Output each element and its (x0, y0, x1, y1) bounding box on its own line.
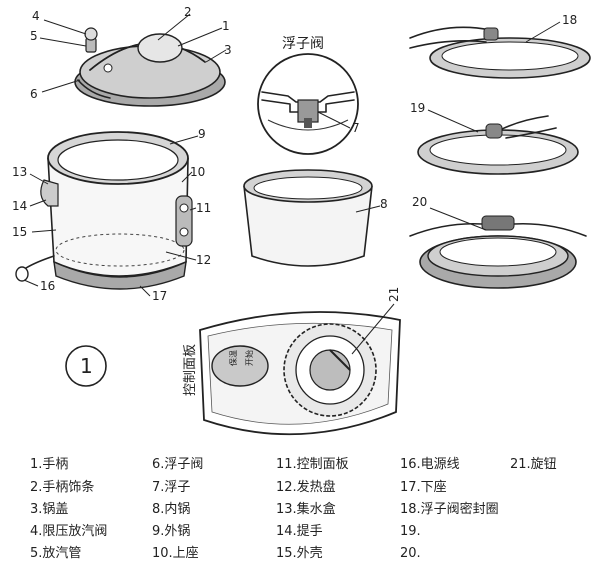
legend-item-3: 3.锅盖 (30, 502, 69, 517)
legend-item-21: 21.旋钮 (510, 457, 557, 472)
callout-7: 7 (352, 121, 360, 135)
legend-item-10: 10.上座 (152, 546, 199, 561)
control-panel-drawing (199, 311, 401, 436)
legend-item-17: 17.下座 (400, 480, 447, 495)
callout-21: 21 (387, 287, 401, 302)
legend-item-1: 1.手柄 (30, 457, 69, 472)
callout-8: 8 (380, 197, 388, 211)
legend-item-19: 19. (400, 524, 421, 539)
callout-19: 19 (410, 101, 425, 115)
callout-17: 17 (152, 289, 167, 303)
legend-item-5: 5.放汽管 (30, 546, 82, 561)
legend-item-12: 12.发热盘 (276, 480, 336, 495)
legend-item-7: 7.浮子 (152, 480, 191, 495)
legend-item-8: 8.内锅 (152, 502, 191, 517)
callout-20: 20 (412, 195, 427, 209)
callout-1: 1 (222, 19, 230, 33)
callout-9: 9 (198, 127, 206, 141)
callout-15: 15 (12, 225, 27, 239)
legend-item-2: 2.手柄饰条 (30, 480, 95, 495)
legend-item-18: 18.浮子阀密封圈 (400, 502, 499, 517)
leader-lines (23, 13, 561, 355)
inset-title: 浮子阀 (282, 36, 324, 52)
figure-number: 1 (80, 354, 93, 378)
callout-13: 13 (12, 165, 27, 179)
callout-3: 3 (224, 43, 232, 57)
callout-11: 11 (196, 201, 211, 215)
seal-step-20-drawing (409, 215, 587, 289)
legend-item-15: 15.外壳 (276, 546, 323, 561)
figure-number-circle (65, 345, 107, 387)
outer-pot-drawing (15, 131, 193, 290)
legend-item-9: 9.外锅 (152, 524, 191, 539)
seal-step-19-drawing (417, 115, 579, 175)
callout-labels: 2 1 3 4 5 6 7 8 9 10 11 12 13 14 15 16 1… (12, 5, 577, 303)
legend-item-4: 4.限压放汽阀 (30, 524, 108, 539)
callout-5: 5 (30, 29, 38, 43)
seal-step-18-drawing (409, 26, 591, 79)
legend-item-11: 11.控制面板 (276, 457, 349, 472)
callout-18: 18 (562, 13, 577, 27)
control-panel-label: 控制面板 (183, 344, 198, 396)
legend-item-14: 14.提手 (276, 524, 323, 539)
callout-12: 12 (196, 253, 211, 267)
panel-button-keep-warm: 保温 (228, 350, 238, 366)
callout-2: 2 (184, 5, 192, 19)
callout-4: 4 (32, 9, 40, 23)
legend-item-20: 20. (400, 546, 421, 561)
callout-10: 10 (190, 165, 205, 179)
inner-pot-drawing (243, 169, 373, 267)
lid-drawing (74, 27, 226, 107)
panel-button-start: 开始 (244, 350, 254, 366)
callout-14: 14 (12, 199, 27, 213)
legend-item-13: 13.集水盒 (276, 502, 336, 517)
callout-16: 16 (40, 279, 55, 293)
callout-6: 6 (30, 87, 38, 101)
float-valve-inset (257, 53, 359, 155)
legend-item-6: 6.浮子阀 (152, 457, 204, 472)
legend-item-16: 16.电源线 (400, 457, 460, 472)
